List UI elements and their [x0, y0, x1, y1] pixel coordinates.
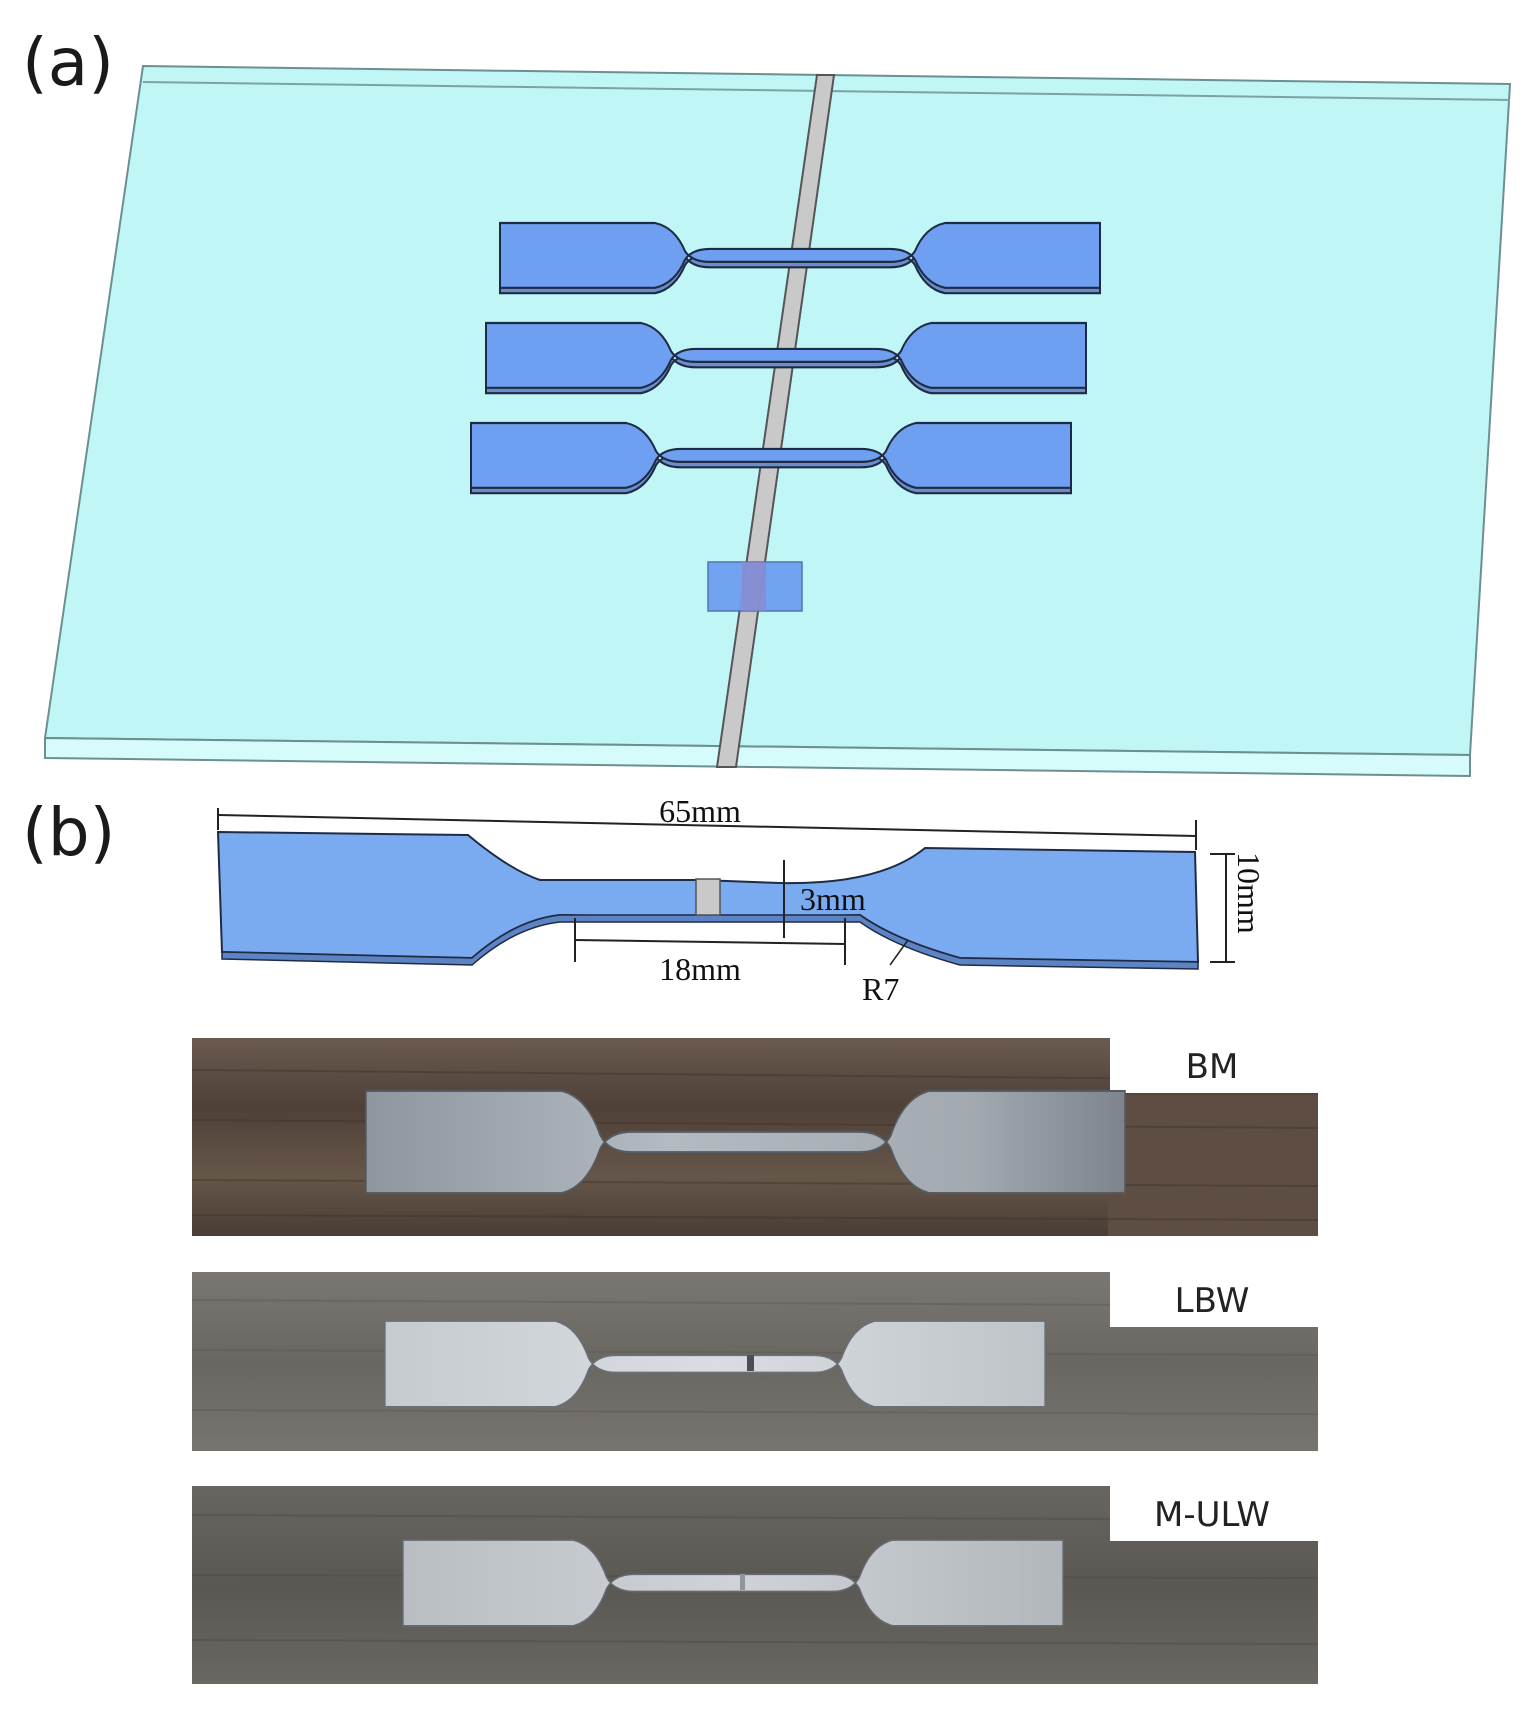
panel-label-a: (a) [22, 24, 114, 101]
dim-fillet-radius: R7 [862, 971, 899, 1007]
plate-front-edge [44, 736, 1471, 778]
welded-plate [43, 64, 1512, 778]
specimen-drawing: 65mm 3mm 18mm 10mm R7 [216, 793, 1267, 1007]
photo-label: BM [1186, 1047, 1239, 1087]
photo-lbw: LBW [191, 1272, 1319, 1451]
weld-line [740, 1574, 745, 1590]
weld-zone [695, 878, 721, 916]
photo-m-ulw: M-ULW [191, 1486, 1319, 1684]
photo-label: M-ULW [1154, 1495, 1270, 1535]
weld-line [747, 1355, 754, 1371]
dim-overall-length: 65mm [659, 793, 741, 829]
photo-label-box [1110, 1486, 1318, 1541]
dim-gauge-length: 18mm [659, 951, 741, 987]
photo-bm: BM [191, 1038, 1319, 1236]
dim-grip-width: 10mm [1231, 852, 1267, 934]
photo-label: LBW [1175, 1281, 1250, 1321]
photo-label-box [1110, 1272, 1318, 1327]
tensile-specimens-layout [469, 221, 1102, 612]
dim-gauge-width: 3mm [800, 881, 866, 917]
photo-label-box [1110, 1038, 1318, 1093]
panel-label-b: (b) [22, 794, 116, 871]
